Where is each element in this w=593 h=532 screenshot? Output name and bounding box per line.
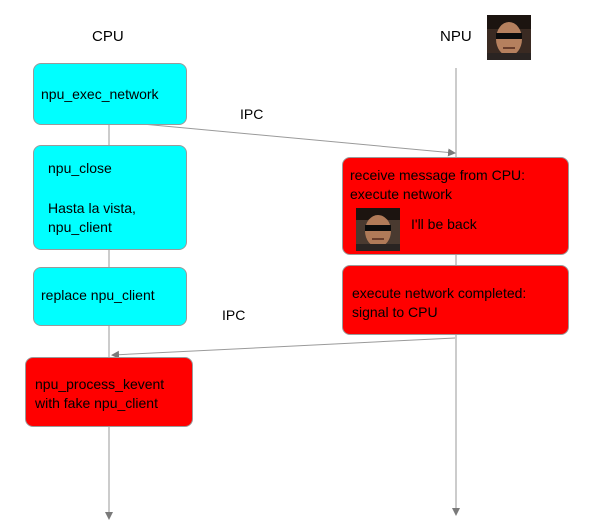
npu-client-label: npu_client: [48, 219, 112, 235]
terminator-portrait-icon: [487, 15, 531, 60]
execute-network-completed-label: execute network completed:: [352, 285, 527, 301]
npu-process-kevent-label: npu_process_kevent: [35, 376, 165, 392]
ipc-label-top: IPC: [240, 106, 264, 122]
npu-exec-network-label: npu_exec_network: [41, 86, 159, 102]
ill-be-back-label: I'll be back: [411, 216, 477, 232]
receive-message-box: receive message from CPU: execute networ…: [342, 157, 569, 255]
npu-exec-network-box: npu_exec_network: [33, 63, 187, 125]
execute-network-label: execute network: [350, 186, 452, 202]
receive-message-label: receive message from CPU:: [350, 167, 526, 183]
execute-network-completed-box: execute network completed: signal to CPU: [342, 265, 569, 335]
ipc-arrow-cpu-to-npu: [109, 120, 456, 157]
signal-to-cpu-label: signal to CPU: [352, 304, 438, 320]
fake-npu-client-label: with fake npu_client: [35, 395, 158, 411]
ipc-label-bottom: IPC: [222, 307, 246, 323]
npu-process-kevent-box: npu_process_kevent with fake npu_client: [25, 357, 193, 427]
npu-close-label: npu_close: [48, 160, 112, 176]
npu-lane-label: NPU: [440, 28, 472, 45]
cpu-lane-label: CPU: [92, 28, 124, 45]
hasta-la-vista-label: Hasta la vista,: [48, 200, 136, 216]
ipc-arrow-npu-to-cpu: [111, 337, 456, 359]
replace-npu-client-box: replace npu_client: [33, 267, 187, 326]
terminator-portrait-icon: [356, 208, 400, 251]
npu-close-box: npu_close Hasta la vista, npu_client: [33, 145, 187, 250]
replace-npu-client-label: replace npu_client: [41, 287, 155, 303]
